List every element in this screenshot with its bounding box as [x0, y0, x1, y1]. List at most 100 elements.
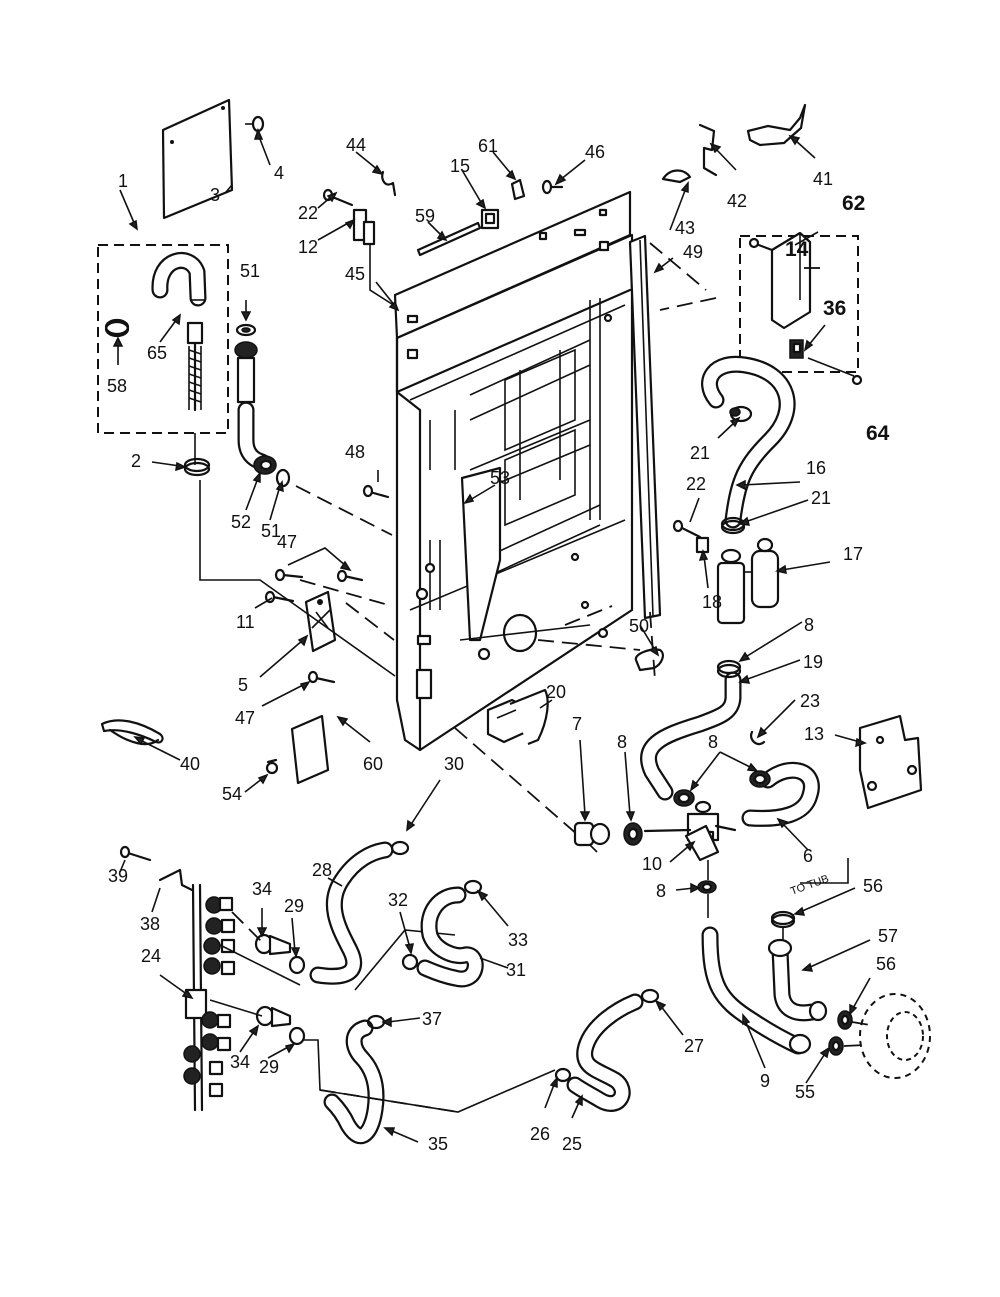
part-clip-23	[750, 730, 766, 746]
callout-19: 19	[803, 652, 823, 672]
callout-42: 42	[727, 191, 747, 211]
part-clamp-56-right	[837, 1010, 853, 1030]
callout-11: 11	[236, 612, 255, 632]
leader-line	[807, 357, 855, 377]
callout-35: 35	[428, 1134, 448, 1154]
callout-26: 26	[530, 1124, 550, 1144]
part-hose-28	[309, 841, 394, 985]
part-terminal-block-20	[486, 688, 549, 746]
part-screw-54	[265, 758, 279, 775]
part-clip-36	[789, 339, 804, 359]
callout-36: 36	[823, 297, 846, 320]
callout-54: 54	[222, 784, 242, 804]
callout-21-upper: 21	[690, 443, 710, 463]
callout-62: 62	[842, 192, 865, 215]
callout-49: 49	[683, 242, 703, 262]
part-inlet-hose-52	[237, 401, 291, 488]
callout-9: 9	[760, 1071, 770, 1091]
callout-34-bottom: 34	[230, 1052, 250, 1072]
callout-16: 16	[806, 458, 826, 478]
part-clamp-8-valve	[623, 822, 643, 846]
callout-65: 65	[147, 343, 167, 363]
part-screw-14	[748, 237, 774, 252]
part-clamp-8-lower	[697, 880, 717, 894]
callout-10: 10	[642, 854, 662, 874]
callout-28: 28	[312, 860, 332, 880]
to-tub-arrow	[800, 858, 849, 884]
callout-57: 57	[878, 926, 898, 946]
callout-56-top: 56	[863, 876, 883, 896]
callout-32: 32	[388, 890, 408, 910]
part-hose-31	[416, 886, 484, 988]
callout-56-right: 56	[876, 954, 896, 974]
callout-39: 39	[108, 866, 128, 886]
callout-4: 4	[274, 163, 284, 183]
part-clip-50	[634, 648, 664, 672]
part-hose-16	[701, 355, 796, 529]
part-air-dome-17	[716, 537, 780, 625]
part-hose-coupling	[186, 321, 204, 412]
assembly-line	[219, 944, 301, 986]
callout-6: 6	[803, 846, 813, 866]
part-water-valve-10	[643, 800, 737, 862]
callout-22-right: 22	[686, 474, 706, 494]
callout-22-top: 22	[298, 203, 318, 223]
part-screw-4	[245, 115, 265, 133]
part-clamp-8-left	[673, 789, 695, 807]
part-clamp-2	[183, 457, 211, 477]
kit-box-62	[739, 235, 859, 373]
part-hose-35	[323, 1019, 385, 1144]
callout-38: 38	[140, 914, 160, 934]
callout-7: 7	[572, 714, 582, 734]
part-fitting-7	[573, 821, 611, 853]
callout-18: 18	[702, 592, 722, 612]
assembly-line	[209, 999, 263, 1017]
callout-44: 44	[346, 135, 366, 155]
part-label-60	[290, 714, 330, 785]
to-tub-label: TO TUB	[789, 873, 831, 898]
callout-27: 27	[684, 1036, 704, 1056]
part-clamp-56-top	[770, 910, 796, 929]
part-cover-plate	[161, 98, 234, 220]
part-clamp-8-upper	[716, 659, 742, 679]
part-clip-43	[661, 169, 692, 184]
callout-37: 37	[422, 1009, 442, 1029]
callout-8-right: 8	[708, 732, 718, 752]
callout-2: 2	[131, 451, 141, 471]
callout-24: 24	[141, 946, 161, 966]
part-bracket-38	[158, 868, 194, 892]
callout-34-top: 34	[252, 879, 272, 899]
part-clamp-21-upper	[729, 405, 753, 423]
part-bracket-12	[352, 208, 396, 307]
part-clamp-26	[554, 1067, 572, 1083]
part-bracket-13	[858, 714, 923, 810]
part-bracket-42	[698, 123, 718, 177]
callout-52: 52	[231, 512, 251, 532]
callout-60: 60	[363, 754, 383, 774]
callout-8-upper: 8	[804, 615, 814, 635]
part-screw-22-right	[672, 519, 702, 539]
assembly-line	[231, 911, 263, 943]
part-screw-46	[541, 179, 564, 195]
callout-13: 13	[804, 724, 824, 744]
kit-box-1	[97, 244, 229, 434]
part-screw-39	[119, 845, 152, 862]
callout-17: 17	[843, 544, 863, 564]
part-screw-48	[362, 484, 390, 499]
callout-31: 31	[506, 960, 526, 980]
part-clamp-27	[640, 988, 660, 1004]
part-washer-51-top	[235, 323, 257, 337]
part-hose-25	[566, 993, 644, 1112]
part-clamp-33	[463, 879, 483, 895]
callout-47-bottom: 47	[235, 708, 255, 728]
part-hose-9	[701, 926, 812, 1055]
callout-55: 55	[795, 1082, 815, 1102]
callout-64: 64	[866, 422, 890, 445]
part-screw-64	[851, 374, 863, 386]
part-hose-57	[767, 938, 828, 1022]
callout-29-top: 29	[284, 896, 304, 916]
part-clamp-29-bottom	[288, 1026, 306, 1046]
callout-53: 53	[490, 468, 510, 488]
